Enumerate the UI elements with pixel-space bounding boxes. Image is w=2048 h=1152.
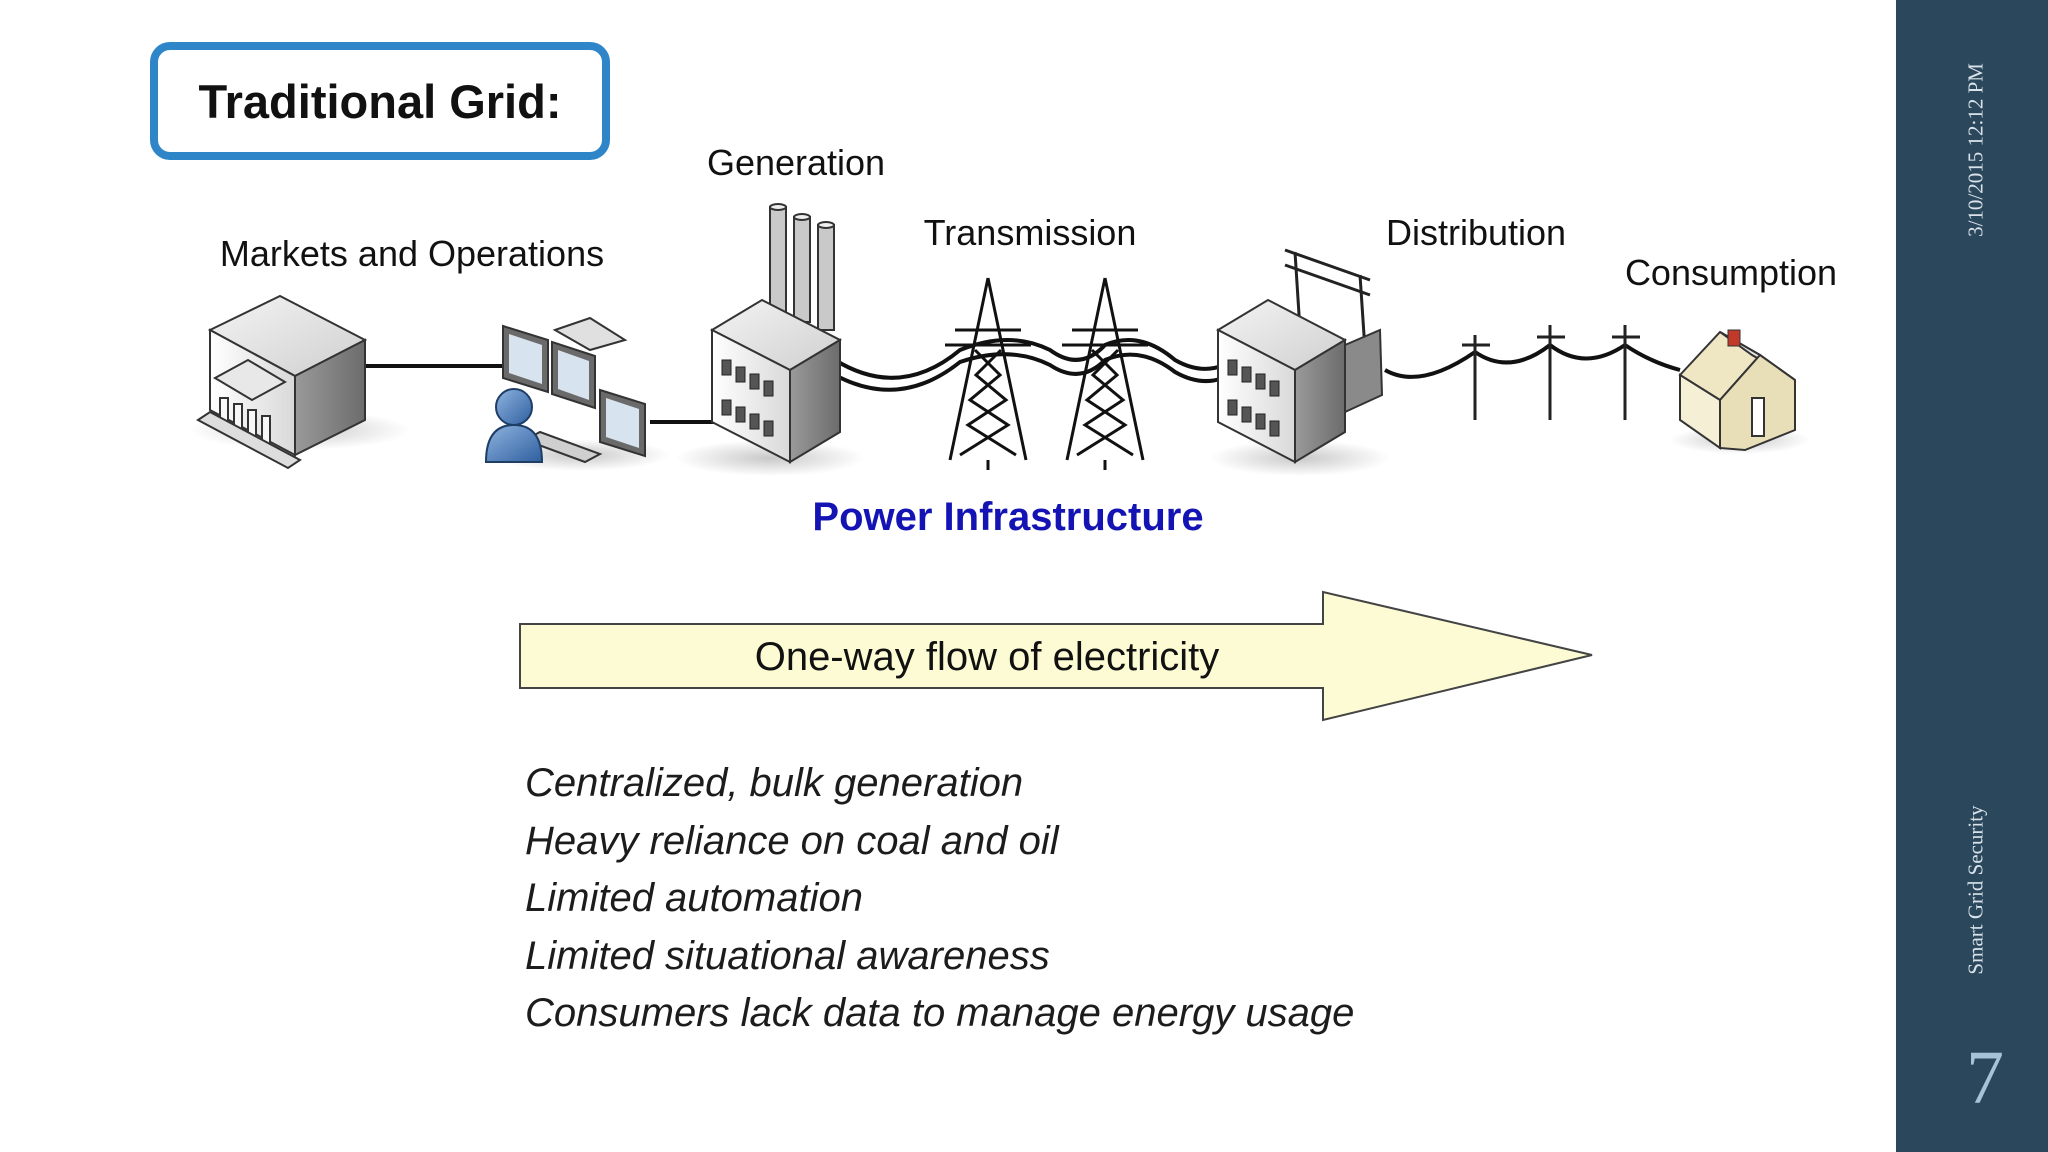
bullet-item: Limited situational awareness xyxy=(525,933,1050,978)
label-consumption: Consumption xyxy=(1625,252,1837,293)
operator-workstation-icon xyxy=(484,316,670,471)
slide-date: 3/10/2015 12:12 PM xyxy=(1963,63,1988,237)
power-plant-icon xyxy=(675,203,865,476)
slide-title: Traditional Grid: xyxy=(198,74,562,128)
grid-diagram: Markets and Operations Generation Transm… xyxy=(190,142,1837,722)
bullet-item: Centralized, bulk generation xyxy=(525,761,1024,805)
substation-icon xyxy=(1210,248,1390,476)
connection-lines xyxy=(360,338,1681,424)
label-generation: Generation xyxy=(707,142,885,183)
slide-number: 7 xyxy=(1966,1036,2004,1120)
bank-building-icon xyxy=(190,294,410,470)
bullet-item: Heavy reliance on coal and oil xyxy=(525,818,1059,863)
bullet-item: Consumers lack data to manage energy usa… xyxy=(525,991,1355,1035)
utility-pole-icon xyxy=(1537,325,1565,420)
transmission-tower-icon xyxy=(1062,277,1148,470)
flow-arrow-label: One-way flow of electricity xyxy=(755,635,1220,679)
label-transmission: Transmission xyxy=(924,212,1137,253)
utility-pole-icon xyxy=(1462,335,1490,420)
deck-title: Smart Grid Security xyxy=(1963,805,1988,975)
slide-sidebar xyxy=(1896,0,2048,1152)
house-icon xyxy=(1670,329,1810,454)
slide: Traditional Grid: Markets and Operations… xyxy=(150,42,1838,1043)
utility-pole-icon xyxy=(1612,325,1640,420)
bullet-item: Limited automation xyxy=(525,876,863,920)
bullet-list: Centralized, bulk generation Heavy relia… xyxy=(525,755,1354,1043)
transmission-tower-icon xyxy=(945,277,1031,470)
label-markets: Markets and Operations xyxy=(220,233,604,274)
flow-arrow: One-way flow of electricity xyxy=(519,590,1593,722)
infrastructure-label: Power Infrastructure xyxy=(812,495,1203,539)
label-distribution: Distribution xyxy=(1386,212,1566,253)
title-box: Traditional Grid: xyxy=(150,42,610,160)
